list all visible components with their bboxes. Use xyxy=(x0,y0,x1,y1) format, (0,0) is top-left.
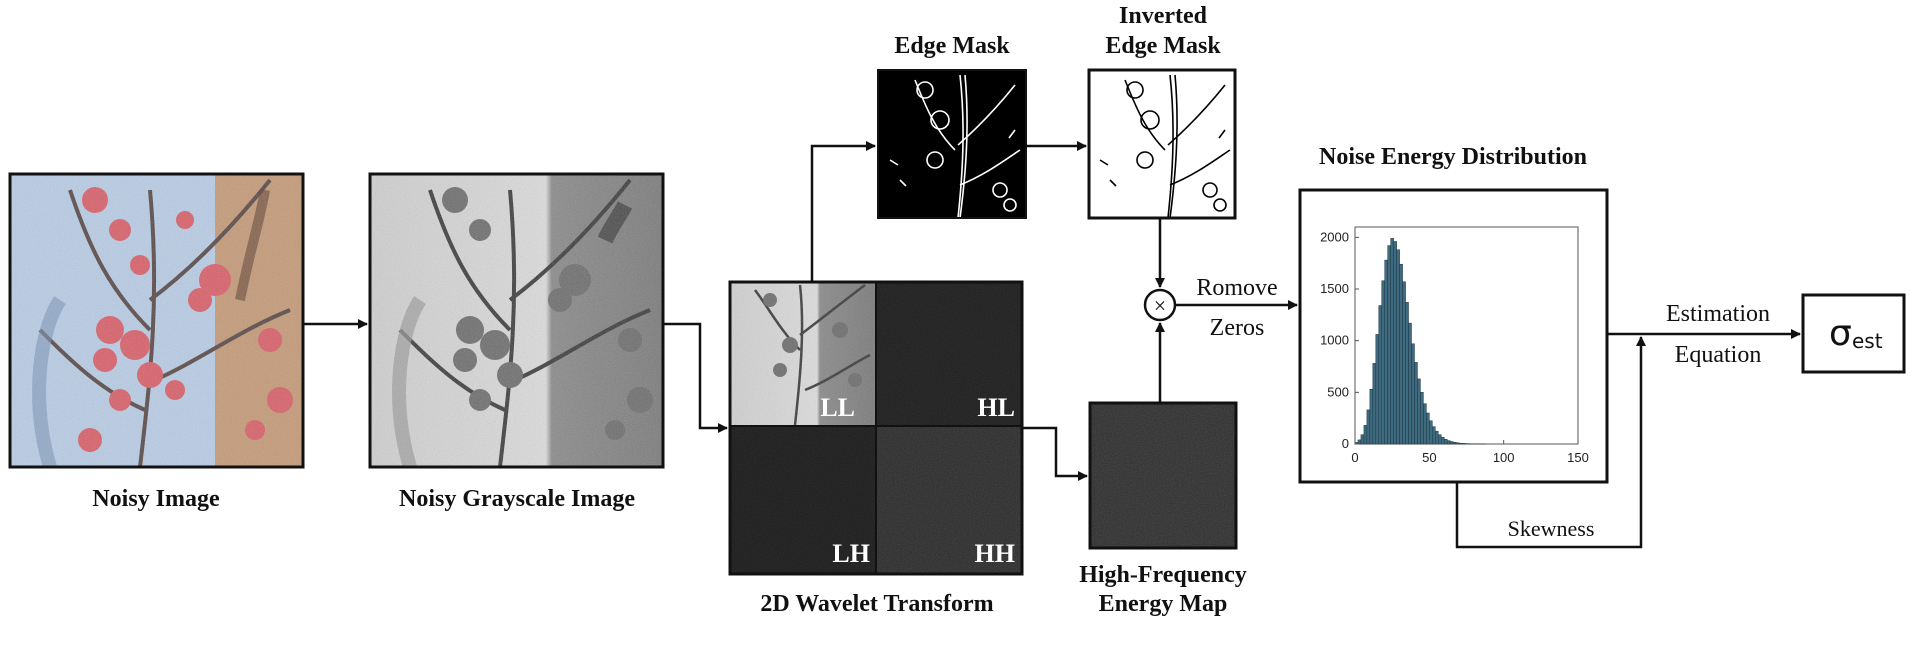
histogram-bar xyxy=(1390,238,1394,445)
x-tick-label: 50 xyxy=(1422,450,1436,465)
label-hf-map-line2: Energy Map xyxy=(1099,591,1228,617)
subband-hh: HH xyxy=(877,427,1022,574)
subband-label-lh: LH xyxy=(832,539,870,568)
arrow-wavelet-to-edge-mask xyxy=(810,141,876,282)
label-inverted-line1: Inverted xyxy=(1119,3,1208,29)
histogram-bar xyxy=(1446,440,1451,445)
histogram-bar xyxy=(1432,426,1436,445)
subband-label-hh: HH xyxy=(975,539,1015,568)
histogram-bar xyxy=(1423,403,1427,445)
sigma-symbol: σ xyxy=(1829,313,1852,354)
label-edge-mask: Edge Mask xyxy=(894,33,1010,59)
histogram-bar xyxy=(1387,245,1391,445)
label-remove-zeros-line1: Romove xyxy=(1196,275,1277,301)
subband-label-hl: HL xyxy=(977,393,1015,422)
x-tick-label: 150 xyxy=(1567,450,1589,465)
histogram-bar xyxy=(1461,443,1466,445)
label-hf-map-line1: High-Frequency xyxy=(1079,562,1247,588)
label-noise-energy-distribution: Noise Energy Distribution xyxy=(1319,144,1587,170)
histogram-bar xyxy=(1443,438,1448,445)
histogram-bar xyxy=(1366,409,1371,445)
subband-hl: HL xyxy=(877,282,1022,425)
y-tick-label: 500 xyxy=(1327,384,1349,399)
label-noisy-grayscale-image: Noisy Grayscale Image xyxy=(399,486,635,512)
histogram-bar xyxy=(1414,362,1418,445)
label-remove-zeros-line2: Zeros xyxy=(1210,315,1265,341)
histogram-bar xyxy=(1393,241,1397,445)
histogram-bar xyxy=(1440,437,1445,445)
label-estimation-line1: Estimation xyxy=(1666,301,1770,327)
subband-lh: LH xyxy=(730,427,875,574)
label-wavelet-transform: 2D Wavelet Transform xyxy=(760,591,993,617)
inverted-edge-mask-image xyxy=(1087,68,1237,220)
x-tick-label: 100 xyxy=(1493,450,1515,465)
histogram-bar xyxy=(1458,442,1463,445)
multiply-symbol: × xyxy=(1154,293,1166,318)
arrow-skewness-path xyxy=(1455,336,1646,549)
y-tick-label: 0 xyxy=(1342,436,1349,451)
y-tick-label: 1500 xyxy=(1320,281,1349,296)
histogram-bar xyxy=(1381,280,1385,445)
label-skewness: Skewness xyxy=(1508,516,1595,541)
histogram-bar xyxy=(1360,434,1365,445)
arrow-gray-to-wavelet xyxy=(663,322,728,433)
histogram-bar xyxy=(1449,441,1454,445)
edge-mask-image xyxy=(877,69,1027,219)
histogram-bar xyxy=(1357,439,1362,445)
sigma-output-box: σ est xyxy=(1801,293,1906,374)
noise-overlay xyxy=(10,174,303,467)
histogram-bar xyxy=(1438,434,1442,445)
arrow-wavelet-to-hf-map xyxy=(1022,426,1088,481)
connectors xyxy=(303,141,1801,549)
histogram-bar xyxy=(1399,263,1403,445)
histogram-bar xyxy=(1384,259,1388,445)
histogram-bar xyxy=(1405,302,1409,445)
high-frequency-energy-map xyxy=(1088,401,1238,550)
multiply-node: × xyxy=(1143,288,1177,322)
histogram-bar xyxy=(1372,363,1377,445)
x-tick-label: 0 xyxy=(1351,450,1358,465)
noisy-image xyxy=(8,172,305,469)
subband-ll: LL xyxy=(730,282,875,425)
histogram-bar xyxy=(1396,249,1400,445)
histogram-bar xyxy=(1363,425,1368,445)
image-border xyxy=(8,172,305,469)
label-estimation-line2: Equation xyxy=(1675,342,1762,368)
histogram-bar xyxy=(1417,378,1421,445)
histogram-bar xyxy=(1426,412,1430,445)
histogram-bar xyxy=(1378,305,1383,445)
histogram-bar xyxy=(1455,442,1460,445)
histogram-bar xyxy=(1369,388,1374,445)
y-tick-label: 2000 xyxy=(1320,229,1349,244)
subband-label-ll: LL xyxy=(820,393,855,422)
histogram-bar xyxy=(1420,392,1424,445)
histogram-bar xyxy=(1452,441,1457,445)
sigma-subscript: est xyxy=(1852,329,1883,353)
label-inverted-line2: Edge Mask xyxy=(1105,33,1221,59)
histogram-bar xyxy=(1408,322,1412,445)
noisy-grayscale-image xyxy=(368,172,665,469)
histogram-bar xyxy=(1375,334,1380,445)
y-tick-label: 1000 xyxy=(1320,333,1349,348)
histogram-bar xyxy=(1402,281,1406,445)
histogram-bar xyxy=(1435,430,1439,445)
histogram-bar xyxy=(1411,343,1415,445)
label-noisy-image: Noisy Image xyxy=(92,486,220,512)
wavelet-transform: LL HL LH HH xyxy=(728,280,1024,576)
